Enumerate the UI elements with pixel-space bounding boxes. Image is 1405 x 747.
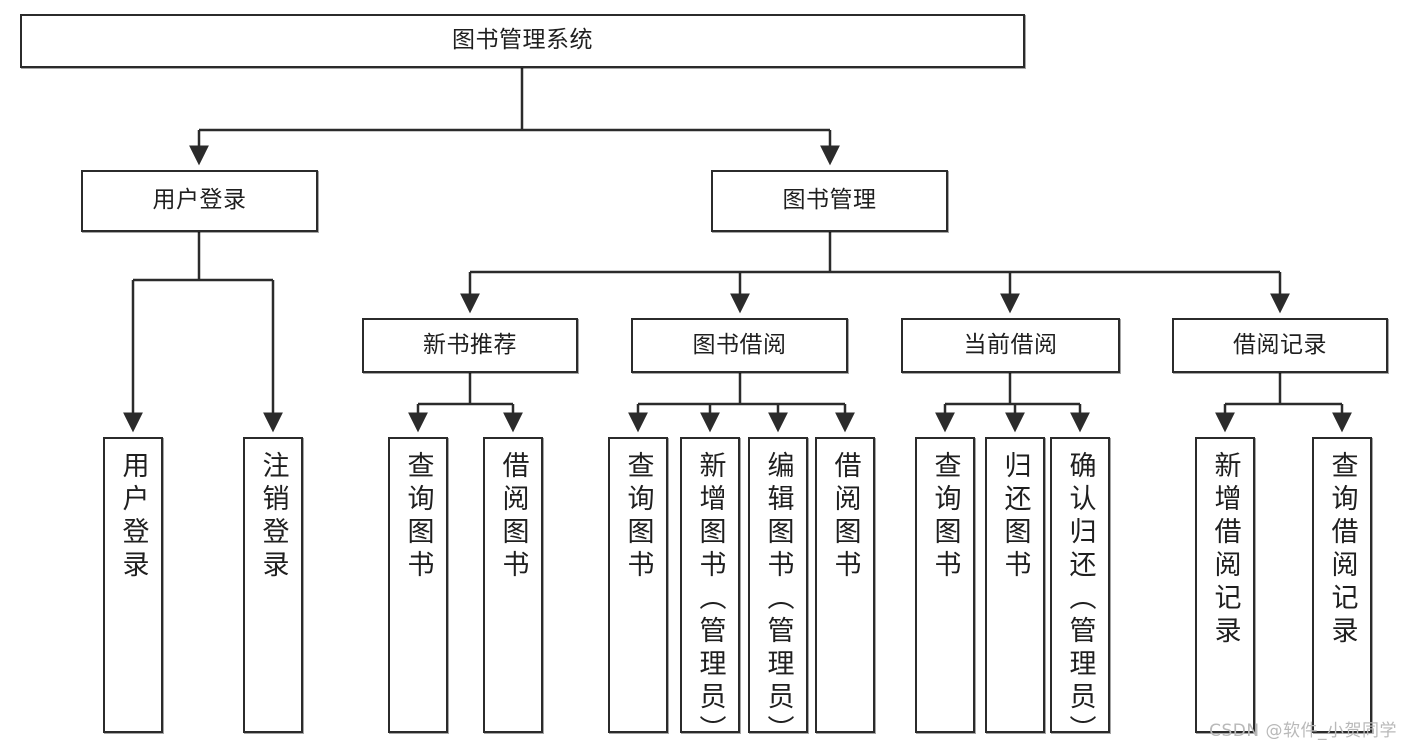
node-book-borrow[interactable]: 图书借阅 [631,318,848,373]
leaf-confirm-return-admin-label: 确认归还（管理员） [1064,451,1096,747]
node-root[interactable]: 图书管理系统 [20,14,1025,68]
leaf-edit-book-admin[interactable]: 编辑图书（管理员） [748,437,808,747]
leaf-add-book-admin-label: 新增图书（管理员） [694,451,726,747]
leaf-query-borrow-record-label: 查询借阅记录 [1326,451,1358,649]
leaf-confirm-return-admin[interactable]: 确认归还（管理员） [1050,437,1110,747]
leaf-query-book-rec[interactable]: 查询图书 [388,437,448,733]
leaf-query-book-borrow[interactable]: 查询图书 [608,437,668,733]
leaf-borrow-book-label: 借阅图书 [829,451,861,583]
node-borrow-record-label: 借阅记录 [1233,331,1327,358]
leaf-borrow-book-rec[interactable]: 借阅图书 [483,437,543,733]
leaf-add-borrow-record-label: 新增借阅记录 [1209,451,1241,649]
node-new-book-recommend[interactable]: 新书推荐 [362,318,578,373]
leaf-edit-book-admin-label: 编辑图书（管理员） [762,451,794,747]
leaf-query-book-rec-label: 查询图书 [402,451,434,583]
leaf-borrow-book-rec-label: 借阅图书 [497,451,529,583]
leaf-return-book-label: 归还图书 [999,451,1031,583]
leaf-add-borrow-record[interactable]: 新增借阅记录 [1195,437,1255,733]
leaf-logout-label: 注销登录 [257,451,289,583]
node-root-label: 图书管理系统 [452,27,593,54]
leaf-add-book-admin[interactable]: 新增图书（管理员） [680,437,740,747]
leaf-borrow-book[interactable]: 借阅图书 [815,437,875,733]
csdn-watermark: CSDN @软件_小贺同学 [1209,721,1397,741]
node-book-manage[interactable]: 图书管理 [711,170,948,232]
leaf-user-login-label: 用户登录 [117,451,149,583]
node-borrow-record[interactable]: 借阅记录 [1172,318,1388,373]
leaf-user-login[interactable]: 用户登录 [103,437,163,733]
leaf-query-book-current[interactable]: 查询图书 [915,437,975,733]
node-user-login-label: 用户登录 [152,187,247,214]
node-book-borrow-label: 图书借阅 [692,331,787,358]
leaf-return-book[interactable]: 归还图书 [985,437,1045,733]
leaf-query-book-borrow-label: 查询图书 [622,451,654,583]
node-new-book-recommend-label: 新书推荐 [423,331,517,358]
node-current-borrow[interactable]: 当前借阅 [901,318,1120,373]
node-current-borrow-label: 当前借阅 [963,331,1058,358]
node-user-login[interactable]: 用户登录 [81,170,318,232]
leaf-query-borrow-record[interactable]: 查询借阅记录 [1312,437,1372,733]
leaf-query-book-current-label: 查询图书 [929,451,961,583]
node-book-manage-label: 图书管理 [782,187,877,214]
leaf-logout[interactable]: 注销登录 [243,437,303,733]
